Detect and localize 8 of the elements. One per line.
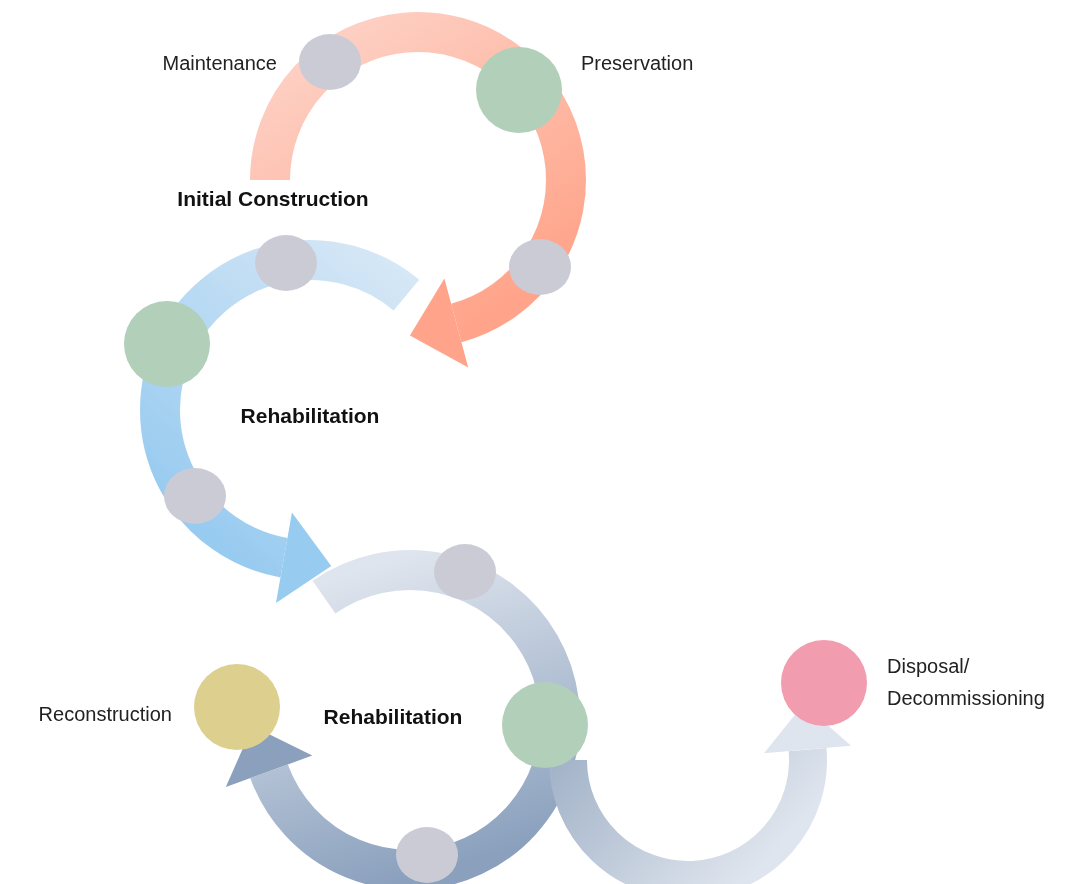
stage-label: Maintenance (162, 51, 277, 76)
stage-label: Reconstruction (38, 702, 172, 727)
cycle-title: Rehabilitation (240, 404, 380, 428)
cycle-title: Rehabilitation (323, 705, 463, 729)
stage-label: Disposal/ Decommissioning (887, 654, 1046, 711)
circle-marker (255, 235, 317, 291)
stage-label: Preservation (581, 51, 694, 76)
cycle-title: Initial Construction (177, 187, 369, 211)
